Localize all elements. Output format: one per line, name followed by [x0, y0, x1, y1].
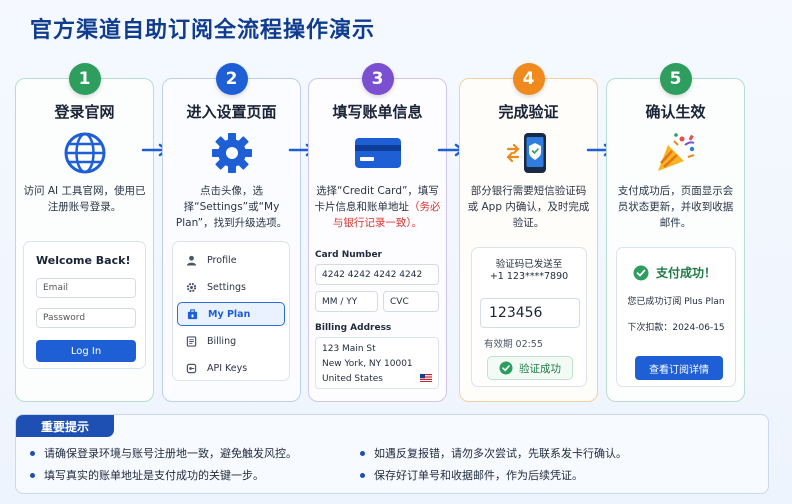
tip-text: 如遇反复报错，请勿多次尝试，先联系发卡行确认。	[374, 447, 627, 460]
billing-address-label: Billing Address	[315, 323, 392, 333]
step-description: 访问 AI 工具官网，使用已注册账号登录。	[23, 185, 146, 213]
menu-item-label: My Plan	[208, 308, 251, 320]
plan-status: 您已成功订阅 Plus Plan	[627, 297, 725, 307]
description-text: 选择“Credit Card”，填写卡片信息和账单地址	[314, 185, 439, 213]
tip-text: 保存好订单号和收据邮件，作为后续凭证。	[374, 469, 583, 482]
payment-success-headline: 支付成功！	[633, 264, 716, 281]
us-flag-icon	[420, 374, 432, 382]
warning-text: （务必与银行记录一致）。	[332, 201, 441, 229]
menu-item-label: Billing	[207, 335, 237, 347]
phone-shield-icon	[504, 131, 554, 175]
menu-item-label: Settings	[207, 281, 246, 293]
person-icon	[185, 254, 197, 266]
billing-icon	[185, 335, 197, 347]
email-field[interactable]: Email	[36, 278, 136, 298]
verify-success-button[interactable]: 验证成功	[487, 356, 573, 380]
view-subscription-button[interactable]: 查看订阅详情	[635, 356, 723, 380]
step-title: 进入设置页面	[186, 103, 277, 121]
step-description: 选择“Credit Card”，填写卡片信息和账单地址（务必与银行记录一致）。	[313, 183, 442, 231]
phone-number-text: +1 123****7890	[489, 271, 569, 282]
expiry-field[interactable]: MM / YY	[315, 291, 378, 312]
settings-menu-mock: Profile Settings My Plan Billing API Key…	[172, 241, 290, 381]
menu-item-profile[interactable]: Profile	[177, 248, 285, 272]
step-number-badge: 3	[361, 63, 394, 95]
login-heading: Welcome Back!	[36, 254, 131, 267]
expiry-timer: 有效期 02:55	[484, 339, 543, 350]
card-number-label: Card Number	[315, 250, 382, 260]
password-field[interactable]: Password	[36, 308, 136, 328]
address-line: 123 Main St	[322, 344, 376, 354]
login-form-mock: Welcome Back! Email Password Log In	[23, 241, 146, 369]
step-number-badge: 1	[68, 63, 101, 95]
step-card-3: 3 填写账单信息 选择“Credit Card”，填写卡片信息和账单地址（务必与…	[308, 63, 447, 402]
plan-icon	[186, 308, 198, 320]
check-circle-icon	[499, 361, 513, 375]
page-title: 官方渠道自助订阅全流程操作演示	[30, 18, 376, 43]
card-number-field[interactable]: 4242 4242 4242 4242	[315, 264, 439, 285]
menu-item-my-plan[interactable]: My Plan	[177, 302, 285, 326]
step-title: 确认生效	[645, 103, 706, 121]
verify-success-label: 验证成功	[519, 362, 561, 375]
gear-icon	[207, 131, 257, 175]
step-card-5: 5 确认生效 支付成功后，页面显示会员状态更新，并收到收据邮件。 支付成功！ 您…	[606, 63, 745, 402]
menu-item-billing[interactable]: Billing	[177, 329, 285, 353]
step-description: 部分银行需要短信验证码或 App 内确认，及时完成验证。	[467, 185, 590, 229]
menu-item-settings[interactable]: Settings	[177, 275, 285, 299]
step-number-badge: 2	[215, 63, 248, 95]
tip-item: 填写真实的账单地址是支付成功的关键一步。	[30, 467, 264, 483]
cvc-field[interactable]: CVC	[383, 291, 439, 312]
step-title: 完成验证	[498, 103, 559, 121]
billing-address-field[interactable]: 123 Main St New York, NY 10001 United St…	[315, 337, 439, 389]
globe-icon	[60, 131, 110, 175]
check-circle-icon	[633, 265, 649, 280]
menu-item-api-keys[interactable]: API Keys	[177, 356, 285, 380]
step-number-badge: 4	[512, 63, 545, 95]
gear-icon	[185, 281, 197, 293]
code-sent-text: 验证码已发送至	[495, 259, 563, 270]
next-charge: 下次扣款：2024-06-15	[627, 323, 725, 333]
credit-card-icon	[353, 131, 403, 175]
address-line: New York, NY 10001	[322, 359, 413, 369]
tip-item: 保存好订单号和收据邮件，作为后续凭证。	[360, 467, 583, 483]
tip-text: 填写真实的账单地址是支付成功的关键一步。	[44, 469, 264, 482]
menu-item-label: Profile	[207, 254, 237, 266]
login-button[interactable]: Log In	[36, 340, 136, 362]
step-number-badge: 5	[659, 63, 692, 95]
tip-text: 请确保登录环境与账号注册地一致，避免触发风控。	[44, 447, 297, 460]
step-card-4: 4 完成验证 部分银行需要短信验证码或 App 内确认，及时完成验证。 验证码已…	[459, 63, 598, 402]
verification-code-field[interactable]: 123456	[480, 298, 580, 328]
step-title: 登录官网	[54, 103, 115, 121]
step-description: 点击头像，选择“Settings”或“My Plan”，找到升级选项。	[175, 185, 288, 229]
address-line: United States	[322, 374, 383, 384]
payment-result-mock: 支付成功！ 您已成功订阅 Plus Plan 下次扣款：2024-06-15 查…	[616, 247, 736, 387]
tips-heading: 重要提示	[16, 415, 114, 437]
verification-mock: 验证码已发送至 +1 123****7890 123456 有效期 02:55 …	[471, 247, 587, 387]
tip-item: 如遇反复报错，请勿多次尝试，先联系发卡行确认。	[360, 445, 627, 461]
success-text: 支付成功！	[656, 266, 717, 280]
key-icon	[185, 362, 197, 374]
step-title: 填写账单信息	[332, 103, 423, 121]
step-card-2: 2 进入设置页面 点击头像，选择“Settings”或“My Plan”，找到升…	[162, 63, 301, 402]
party-popper-icon	[651, 131, 701, 175]
step-card-1: 1 登录官网 访问 AI 工具官网，使用已注册账号登录。 Welcome Bac…	[15, 63, 154, 402]
important-tips-panel: 重要提示 请确保登录环境与账号注册地一致，避免触发风控。 填写真实的账单地址是支…	[15, 414, 769, 494]
menu-item-label: API Keys	[207, 362, 248, 374]
tip-item: 请确保登录环境与账号注册地一致，避免触发风控。	[30, 445, 297, 461]
step-description: 支付成功后，页面显示会员状态更新，并收到收据邮件。	[617, 185, 734, 229]
